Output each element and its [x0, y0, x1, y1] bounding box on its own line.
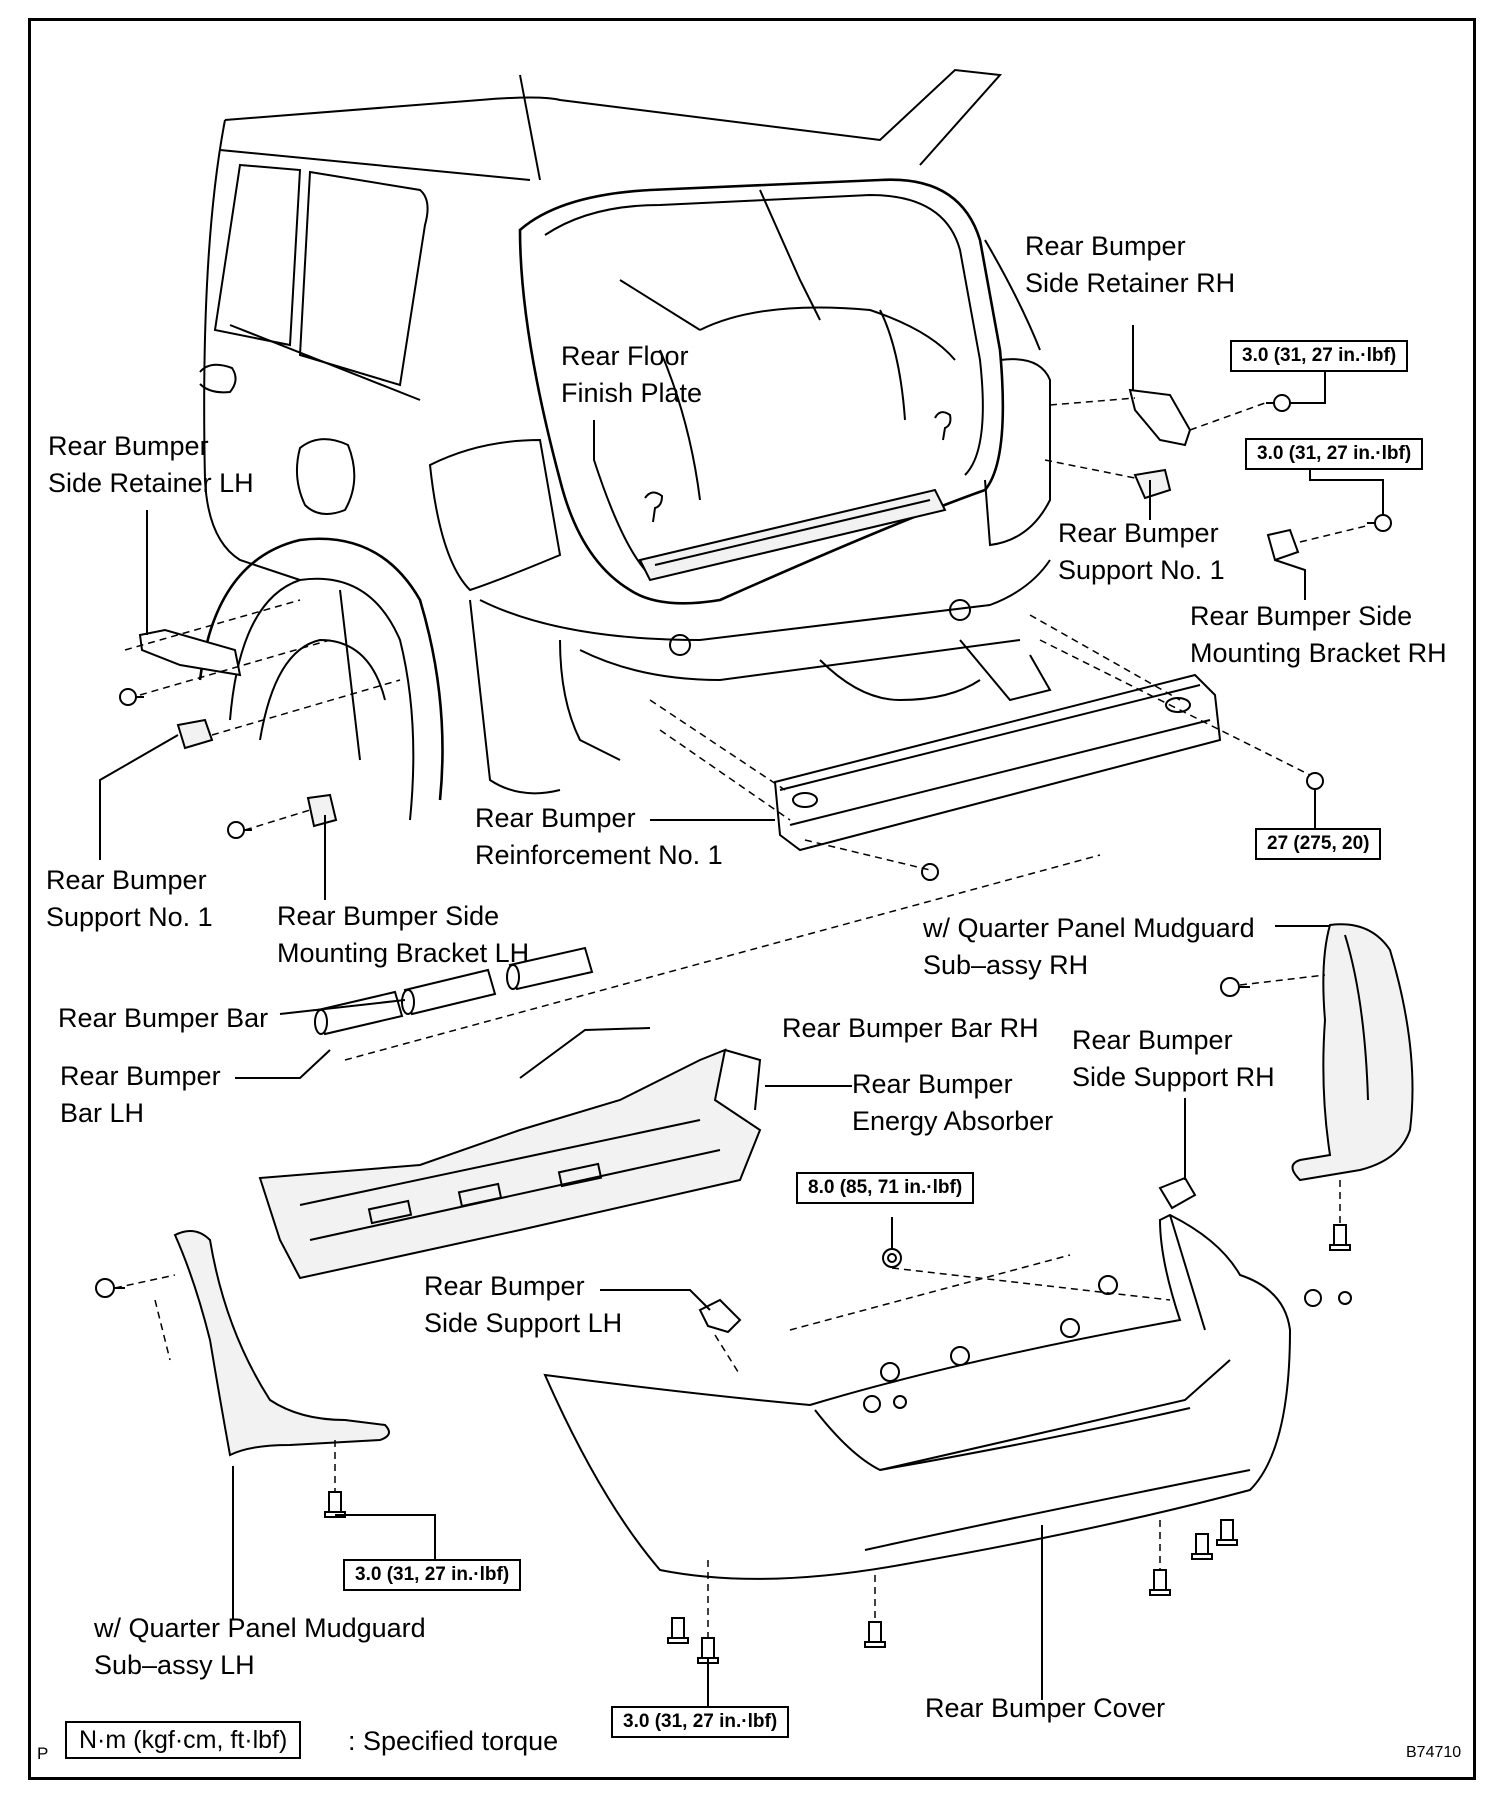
label-line: Rear Bumper Bar RH	[782, 1013, 1039, 1043]
side-support-rh-drawing	[1158, 1176, 1197, 1210]
fasteners	[95, 394, 1392, 1664]
label-line: Rear Bumper Bar LH	[60, 1061, 221, 1128]
label-side-mounting-bracket-rh: Rear Bumper Side Mounting Bracket RH	[1190, 598, 1447, 672]
energy-absorber-drawing	[258, 1048, 762, 1280]
label-bumper-bar-rh: Rear Bumper Bar RH	[782, 1010, 1039, 1047]
label-energy-absorber: Rear Bumper Energy Absorber	[852, 1066, 1053, 1140]
assembly-lines	[114, 397, 1371, 1638]
side-support-lh-drawing	[698, 1298, 742, 1334]
label-line: Rear Floor Finish Plate	[561, 341, 703, 408]
label-line: Rear Bumper Side Support RH	[1072, 1025, 1275, 1092]
label-line: Rear Bumper Side Mounting Bracket RH	[1190, 601, 1447, 668]
figure-id: B74710	[1406, 1744, 1462, 1761]
label-side-support-rh: Rear Bumper Side Support RH	[1072, 1022, 1275, 1096]
label-line: Rear Bumper Support No. 1	[46, 865, 213, 932]
label-line: Rear Bumper Side Retainer RH	[1025, 231, 1236, 298]
torque-box-mudguard-lh-screw: 3.0 (31, 27 in.·lbf)	[343, 1559, 522, 1591]
label-line: w/ Quarter Panel Mudguard Sub–assy RH	[923, 913, 1255, 980]
torque-box-retainer-rh-bolt: 3.0 (31, 27 in.·lbf)	[1230, 340, 1409, 372]
mudguard-lh-drawing	[173, 1230, 390, 1457]
rear-bumper-cover-drawing	[543, 1213, 1292, 1580]
torque-box-cover-nut: 8.0 (85, 71 in.·lbf)	[796, 1172, 975, 1204]
label-line: Rear Bumper Side Retainer LH	[48, 431, 254, 498]
label-bumper-bar-lh: Rear Bumper Bar LH	[60, 1058, 221, 1132]
label-line: Rear Bumper Side Mounting Bracket LH	[277, 901, 530, 968]
label-side-retainer-lh: Rear Bumper Side Retainer LH	[48, 428, 254, 502]
label-rear-floor-finish-plate: Rear Floor Finish Plate	[561, 338, 702, 412]
torque-box-reinforcement-nut: 27 (275, 20)	[1255, 828, 1382, 860]
mudguard-rh-drawing	[1291, 923, 1414, 1182]
label-line: w/ Quarter Panel Mudguard Sub–assy LH	[94, 1613, 426, 1680]
label-line: Rear Bumper Bar	[58, 1003, 269, 1033]
rear-bumper-reinforcement-drawing	[773, 673, 1222, 852]
label-line: Rear Bumper Energy Absorber	[852, 1069, 1054, 1136]
torque-box-cover-bottom-screw: 3.0 (31, 27 in.·lbf)	[611, 1706, 790, 1738]
label-mudguard-rh: w/ Quarter Panel Mudguard Sub–assy RH	[923, 910, 1255, 984]
label-line: Rear Bumper Reinforcement No. 1	[475, 803, 723, 870]
vehicle-body	[138, 68, 1300, 828]
label-line: Rear Bumper Side Support LH	[424, 1271, 623, 1338]
label-support-no1-left: Rear Bumper Support No. 1	[46, 862, 213, 936]
leader-lines	[99, 325, 1384, 1708]
page-marker: P	[37, 1744, 49, 1763]
torque-box-bracket-rh-bolt: 3.0 (31, 27 in.·lbf)	[1245, 438, 1424, 470]
label-line: Rear Bumper Support No. 1	[1058, 518, 1225, 585]
label-side-support-lh: Rear Bumper Side Support LH	[424, 1268, 622, 1342]
diagram-frame	[28, 18, 1476, 1780]
label-reinforcement-no1: Rear Bumper Reinforcement No. 1	[475, 800, 723, 874]
legend-description: : Specified torque	[348, 1726, 559, 1756]
label-side-retainer-rh: Rear Bumper Side Retainer RH	[1025, 228, 1235, 302]
label-bumper-cover: Rear Bumper Cover	[925, 1690, 1165, 1727]
legend-unit-box: N·m (kgf·cm, ft·lbf)	[65, 1721, 302, 1759]
label-support-no1-right: Rear Bumper Support No. 1	[1058, 515, 1225, 589]
label-line: Rear Bumper Cover	[925, 1693, 1166, 1723]
label-mudguard-lh: w/ Quarter Panel Mudguard Sub–assy LH	[94, 1610, 426, 1684]
label-side-mounting-bracket-lh: Rear Bumper Side Mounting Bracket LH	[277, 898, 529, 972]
label-bumper-bar: Rear Bumper Bar	[58, 1000, 268, 1037]
